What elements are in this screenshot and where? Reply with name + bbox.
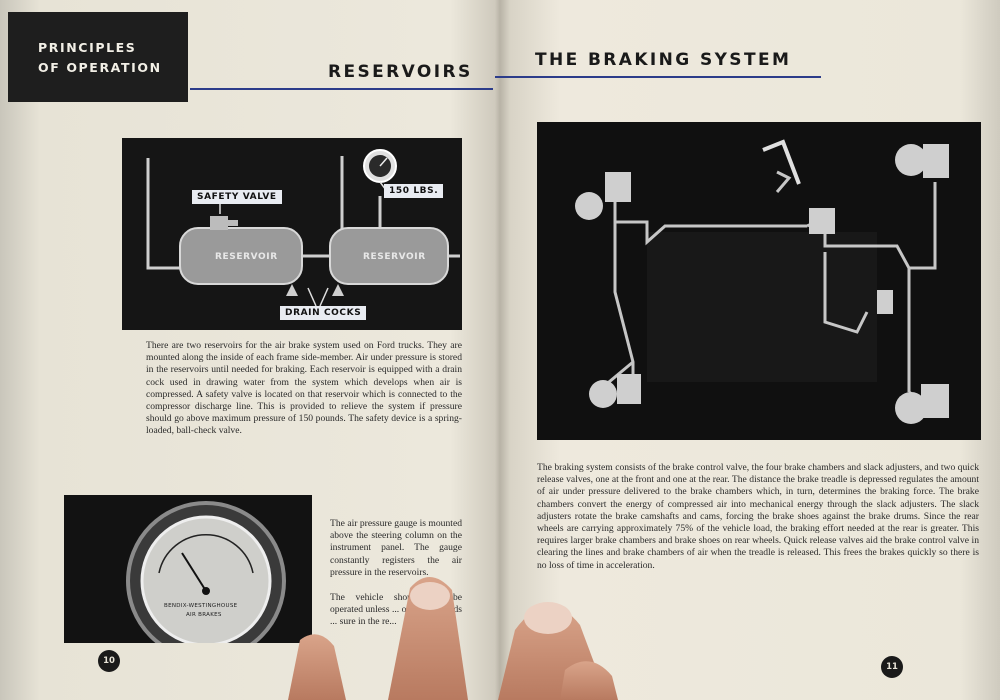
braking-system-diagram xyxy=(537,122,981,440)
page-number-right: 11 xyxy=(881,656,903,678)
gauge-paragraph: The air pressure gauge is mounted above … xyxy=(330,518,462,578)
page-title-braking-system: THE BRAKING SYSTEM xyxy=(535,50,792,70)
reservoir-diagram: SAFETY VALVE 150 LBS. RESERVOIR RESERVOI… xyxy=(122,138,462,330)
gauge-subtitle-text: AIR BRAKES xyxy=(186,612,222,618)
gauge-drawing xyxy=(64,495,312,643)
reservoirs-paragraph: There are two reservoirs for the air bra… xyxy=(146,340,462,437)
page-title-reservoirs: RESERVOIRS xyxy=(328,62,473,82)
heading-rule xyxy=(190,88,493,90)
reservoir-label-2: RESERVOIR xyxy=(363,252,426,262)
page-number-left: 10 xyxy=(98,650,120,672)
gauge-paragraph-continued: The vehicle should not be operated unles… xyxy=(330,592,462,628)
braking-system-drawing xyxy=(537,122,981,440)
gauge-brand-text: BENDIX-WESTINGHOUSE xyxy=(164,603,238,609)
drain-cocks-label: DRAIN COCKS xyxy=(280,306,367,320)
reservoir-diagram-drawing xyxy=(122,138,462,330)
braking-system-paragraph: The braking system consists of the brake… xyxy=(537,462,979,571)
pressure-label: 150 LBS. xyxy=(384,184,444,198)
section-tab-line-2: OF OPERATION xyxy=(38,60,162,75)
reservoir-label-1: RESERVOIR xyxy=(215,252,278,262)
safety-valve-label: SAFETY VALVE xyxy=(192,190,282,204)
left-page: PRINCIPLES OF OPERATION RESERVOIRS xyxy=(0,0,495,700)
heading-rule-right xyxy=(495,76,821,78)
section-tab-line-1: PRINCIPLES xyxy=(38,40,137,55)
section-tab: PRINCIPLES OF OPERATION xyxy=(8,12,188,102)
right-page: THE BRAKING SYSTEM xyxy=(495,0,1000,700)
gauge-photo: BENDIX-WESTINGHOUSE AIR BRAKES xyxy=(64,495,312,643)
